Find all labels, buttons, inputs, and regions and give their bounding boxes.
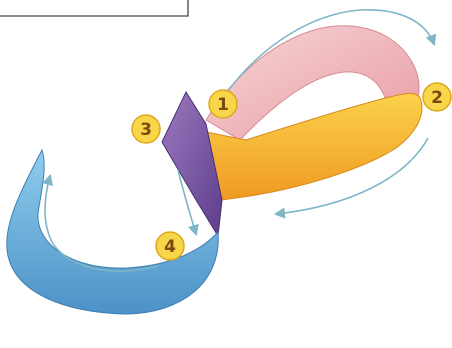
frame-corner: [0, 0, 188, 16]
step-badge-3-label: 3: [140, 120, 152, 140]
step-badge-4-label: 4: [164, 237, 176, 257]
step-badge-1-label: 1: [217, 95, 229, 115]
step-badge-4: 4: [156, 232, 184, 260]
step-badge-2-label: 2: [431, 88, 443, 108]
step-badge-2: 2: [423, 83, 451, 111]
step-badge-3: 3: [132, 115, 160, 143]
step-badge-1: 1: [209, 90, 237, 118]
